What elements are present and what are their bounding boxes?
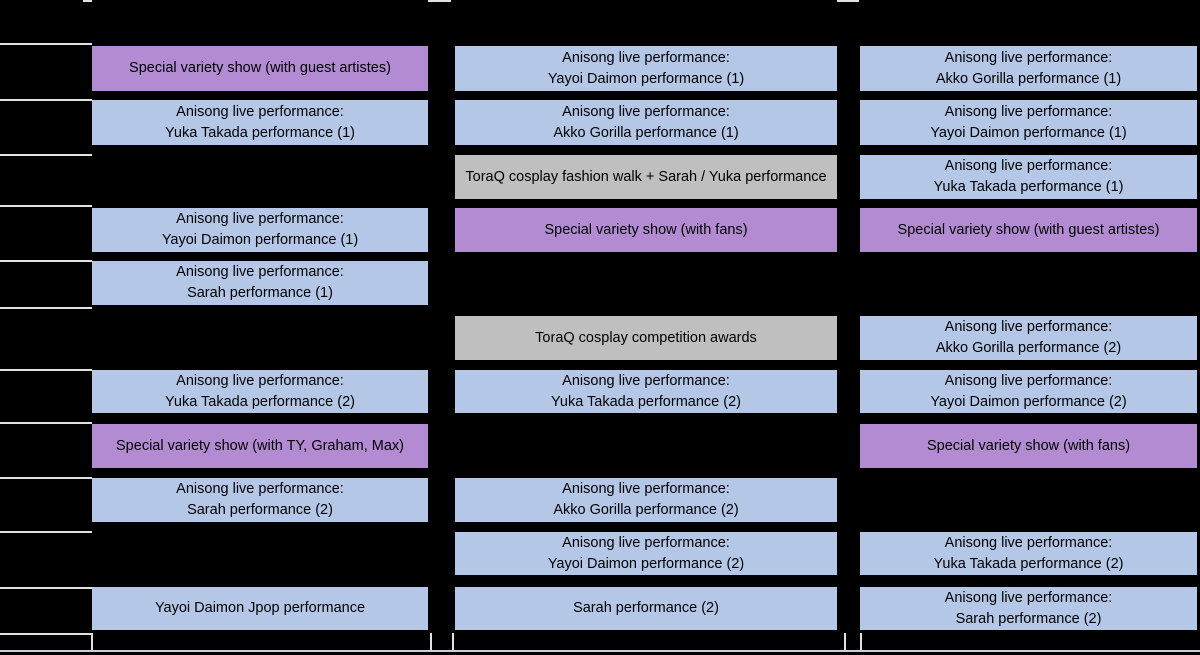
event-line: Akko Gorilla performance (2)	[553, 502, 739, 518]
event-line: Anisong live performance:	[176, 211, 344, 227]
event-line: Yuka Takada performance (1)	[933, 179, 1124, 195]
event-block-stage-2-row9[interactable]: Anisong live performance: Akko Gorilla pe…	[455, 478, 837, 522]
event-line: Yuka Takada performance (2)	[933, 555, 1124, 572]
event-line: Yuka Takada performance (2)	[551, 393, 741, 410]
event-block-stage-3-row1[interactable]: Anisong live performance: Akko Gorilla pe…	[860, 46, 1197, 91]
grid-line	[0, 260, 92, 262]
event-line: Special variety show (with guest artiste…	[129, 60, 391, 76]
event-line: Akko Gorilla performance (1)	[935, 70, 1122, 87]
grid-line	[0, 369, 92, 371]
event-line: Special variety show (with fans)	[544, 221, 748, 238]
event-block-stage-1-row7[interactable]: Anisong live performance: Yuka Takada per…	[92, 370, 428, 413]
bottom-cell-border	[429, 633, 432, 651]
bottom-cell-border	[843, 633, 846, 651]
event-block-stage-3-row10[interactable]: Anisong live performance: Yuka Takada per…	[860, 532, 1197, 575]
event-line: Anisong live performance:	[944, 103, 1113, 120]
event-line: Anisong live performance:	[944, 589, 1113, 606]
event-block-stage-2-row11[interactable]: Sarah performance (2)	[455, 587, 837, 630]
event-line: Yuka Takada performance (1)	[165, 124, 355, 141]
event-line: Special variety show (with guest artiste…	[897, 221, 1160, 238]
event-line: Anisong live performance:	[176, 103, 344, 120]
event-line: Anisong live performance:	[562, 372, 730, 389]
event-block-stage-3-row7[interactable]: Anisong live performance: Yayoi Daimon pe…	[860, 370, 1197, 413]
event-block-stage-2-row1[interactable]: Anisong live performance: Yayoi Daimon pe…	[455, 46, 837, 91]
event-line: Yayoi Daimon performance (1)	[161, 232, 359, 248]
bottom-edge-line	[0, 650, 1200, 652]
event-block-stage-2-row4[interactable]: Special variety show (with fans)	[455, 208, 837, 252]
event-line: Anisong live performance:	[176, 264, 344, 280]
grid-tick	[428, 0, 451, 2]
grid-line	[0, 531, 92, 533]
event-block-stage-1-row1[interactable]: Special variety show (with guest artiste…	[92, 46, 428, 91]
event-line: ToraQ cosplay fashion walk + Sarah / Yuk…	[465, 168, 827, 185]
grid-tick	[837, 0, 859, 2]
event-line: Sarah performance (2)	[187, 502, 333, 518]
event-block-stage-1-row8[interactable]: Special variety show (with TY, Graham, M…	[92, 424, 428, 468]
event-block-stage-3-row3[interactable]: Anisong live performance: Yuka Takada per…	[860, 155, 1197, 199]
event-line: Yayoi Daimon Jpop performance	[154, 600, 366, 616]
event-block-stage-2-row3[interactable]: ToraQ cosplay fashion walk + Sarah / Yuk…	[455, 155, 837, 199]
grid-line	[0, 422, 92, 424]
event-block-stage-1-row2[interactable]: Anisong live performance: Yuka Takada per…	[92, 100, 428, 145]
grid-line	[0, 205, 92, 207]
event-line: Anisong live performance:	[562, 534, 730, 551]
event-block-stage-2-row6[interactable]: ToraQ cosplay competition awards	[455, 316, 837, 360]
event-line: Akko Gorilla performance (1)	[553, 124, 739, 141]
bottom-cell-border	[90, 633, 93, 651]
event-line: Anisong live performance:	[944, 534, 1113, 551]
event-line: Yayoi Daimon performance (1)	[547, 70, 745, 87]
event-block-stage-3-row8[interactable]: Special variety show (with fans)	[860, 424, 1197, 468]
event-line: Special variety show (with TY, Graham, M…	[116, 437, 404, 454]
event-block-stage-1-row5[interactable]: Anisong live performance: Sarah performan…	[92, 261, 428, 305]
event-line: ToraQ cosplay competition awards	[535, 329, 757, 346]
event-line: Sarah performance (1)	[187, 285, 333, 301]
event-block-stage-1-row4[interactable]: Anisong live performance: Yayoi Daimon pe…	[92, 208, 428, 252]
grid-line	[0, 307, 92, 309]
grid-line	[0, 633, 92, 635]
event-line: Special variety show (with fans)	[926, 437, 1131, 454]
event-line: Sarah performance (2)	[573, 600, 719, 616]
event-line: Yayoi Daimon performance (2)	[930, 393, 1127, 410]
bottom-cell-border	[860, 633, 862, 651]
grid-tick	[83, 0, 92, 2]
event-line: Anisong live performance:	[562, 481, 730, 497]
time-column	[0, 0, 92, 655]
grid-line	[0, 477, 92, 479]
event-line: Anisong live performance:	[176, 481, 344, 497]
event-line: Anisong live performance:	[176, 372, 344, 389]
event-line: Anisong live performance:	[562, 49, 730, 66]
event-line: Anisong live performance:	[944, 372, 1113, 389]
event-line: Yayoi Daimon performance (2)	[547, 555, 745, 572]
event-block-stage-2-row2[interactable]: Anisong live performance: Akko Gorilla pe…	[455, 100, 837, 145]
bottom-cell-border	[452, 633, 454, 651]
event-block-stage-3-row11[interactable]: Anisong live performance: Sarah performan…	[860, 587, 1197, 630]
event-block-stage-3-row6[interactable]: Anisong live performance: Akko Gorilla pe…	[860, 316, 1197, 360]
event-block-stage-2-row7[interactable]: Anisong live performance: Yuka Takada per…	[455, 370, 837, 413]
grid-line	[0, 43, 92, 45]
event-block-stage-1-row11[interactable]: Yayoi Daimon Jpop performance	[92, 587, 428, 630]
event-block-stage-3-row2[interactable]: Anisong live performance: Yayoi Daimon pe…	[860, 100, 1197, 145]
grid-line	[0, 587, 92, 589]
event-line: Yuka Takada performance (2)	[165, 393, 355, 410]
event-line: Anisong live performance:	[944, 158, 1113, 174]
grid-line	[0, 154, 92, 156]
event-line: Anisong live performance:	[562, 103, 730, 120]
grid-line	[0, 99, 92, 101]
event-block-stage-3-row4[interactable]: Special variety show (with guest artiste…	[860, 208, 1197, 252]
event-block-stage-2-row10[interactable]: Anisong live performance: Yayoi Daimon pe…	[455, 532, 837, 575]
event-line: Akko Gorilla performance (2)	[935, 340, 1122, 356]
event-line: Yayoi Daimon performance (1)	[930, 124, 1127, 141]
event-line: Anisong live performance:	[944, 49, 1113, 66]
event-line: Sarah performance (2)	[955, 610, 1102, 627]
event-line: Anisong live performance:	[944, 319, 1113, 335]
event-block-stage-1-row9[interactable]: Anisong live performance: Sarah performan…	[92, 478, 428, 522]
